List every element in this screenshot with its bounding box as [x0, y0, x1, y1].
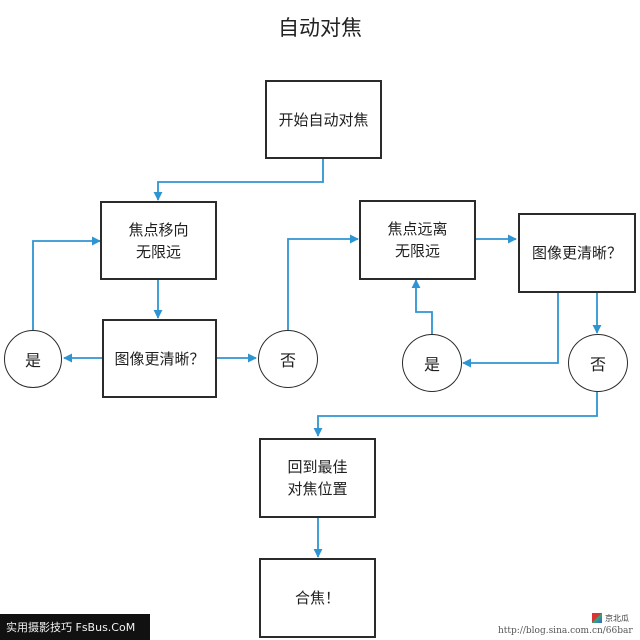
arrow-no-left-to-move-away — [287, 234, 359, 330]
arrow-clear-right-to-yes — [462, 292, 559, 368]
no-right-circle: 否 — [568, 334, 628, 392]
watermark-url: http://blog.sina.com.cn/66bar — [498, 626, 633, 636]
watermark-right: 京北瓜 — [592, 610, 638, 626]
diagram-title: 自动对焦 — [278, 16, 362, 40]
watermark-logo-icon — [592, 613, 602, 623]
start-autofocus-box: 开始自动对焦 — [265, 80, 382, 159]
arrow-yes-right-to-move-away — [411, 279, 433, 334]
arrow-no-right-to-return-best — [313, 392, 598, 437]
image-clearer-right-box: 图像更清晰？ — [518, 213, 636, 293]
move-away-infinity-box: 焦点远离 无限远 — [359, 200, 476, 280]
yes-right-circle: 是 — [402, 334, 462, 392]
return-best-focus-box: 回到最佳 对焦位置 — [259, 438, 376, 518]
no-left-circle: 否 — [258, 330, 318, 388]
image-clearer-left-box: 图像更清晰？ — [102, 319, 217, 398]
watermark-right-text: 京北瓜 — [605, 613, 629, 623]
arrow-yes-left-to-move-infinity — [32, 236, 101, 330]
move-to-infinity-box: 焦点移向 无限远 — [100, 201, 217, 280]
yes-left-circle: 是 — [4, 330, 62, 388]
watermark-left: 实用摄影技巧 FsBus.CoM — [0, 614, 150, 640]
arrow-start-to-move-infinity — [153, 158, 324, 201]
in-focus-box: 合焦！ — [259, 558, 376, 638]
